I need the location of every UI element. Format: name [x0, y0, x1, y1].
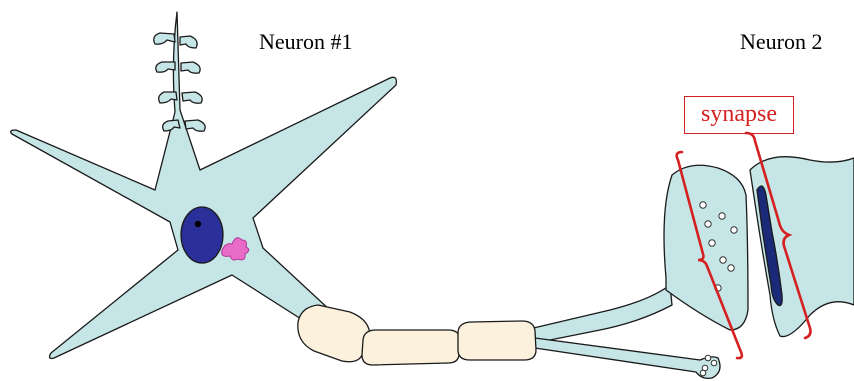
myelin-segment-2	[362, 330, 460, 365]
presynaptic-terminal	[664, 165, 748, 330]
synapse-label-box: synapse	[684, 96, 794, 134]
myelin-segment-1	[298, 305, 370, 362]
myelin-segment-3	[458, 321, 536, 360]
axon-collateral	[535, 338, 720, 378]
neuron1-label: Neuron #1	[259, 31, 352, 53]
synapse-label: synapse	[701, 102, 777, 126]
axon	[525, 285, 672, 342]
nucleus	[181, 207, 223, 263]
neuron1-cell-body	[11, 12, 397, 358]
nucleolus	[195, 221, 201, 227]
neuron2-label: Neuron 2	[740, 31, 822, 53]
